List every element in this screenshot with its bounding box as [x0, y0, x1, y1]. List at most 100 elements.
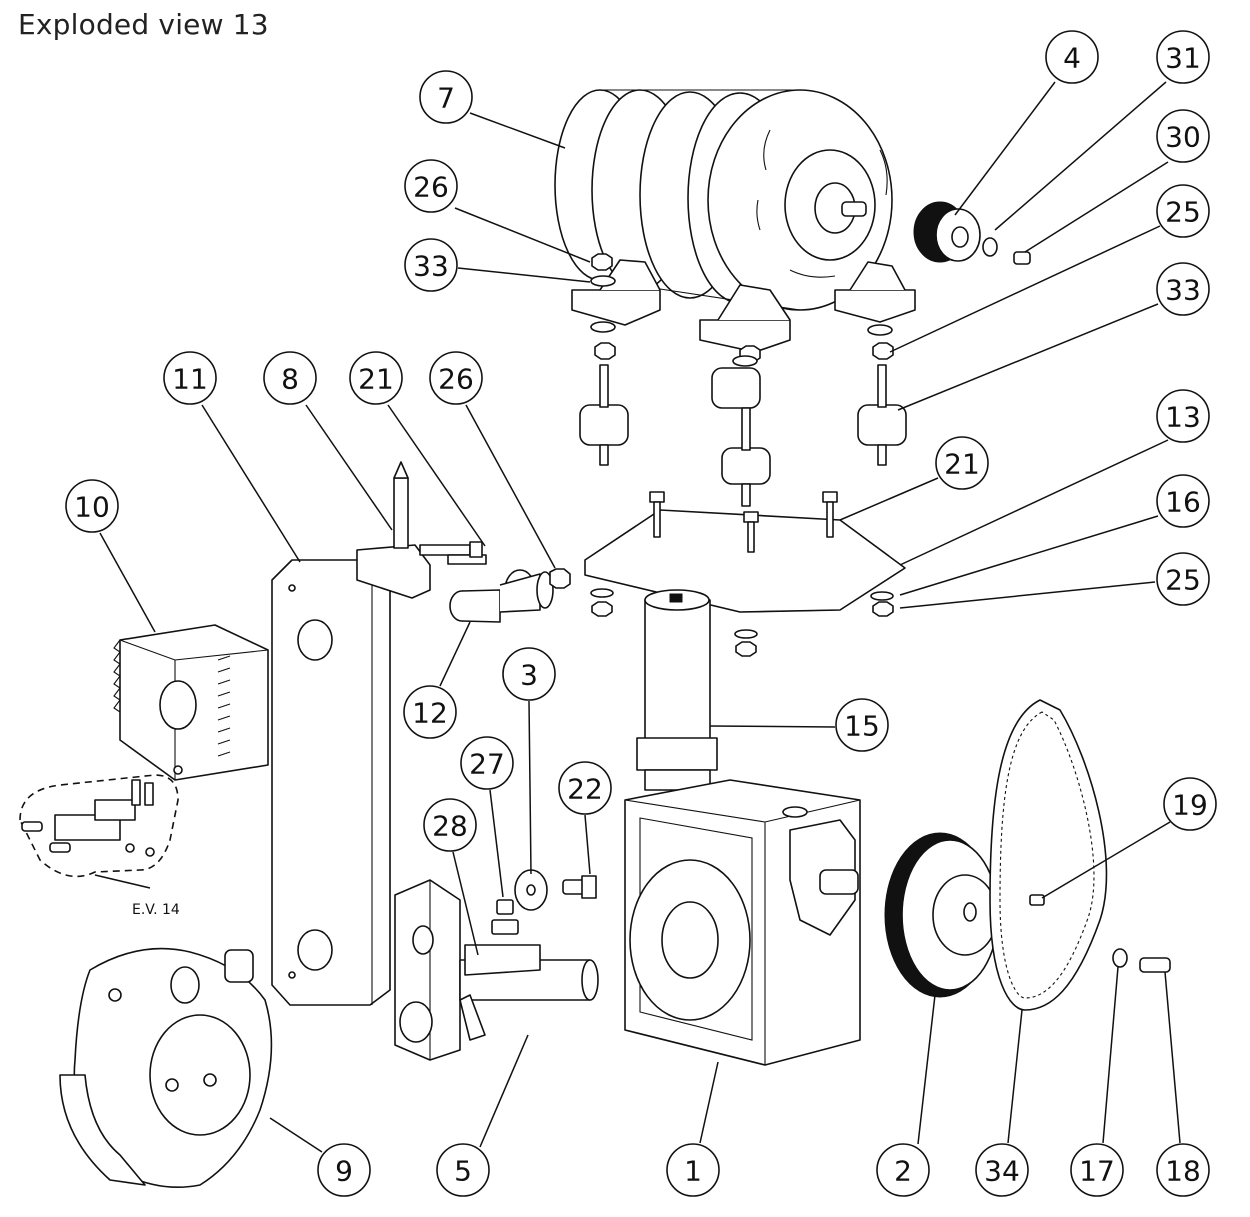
- large-pulley-part: [884, 832, 999, 998]
- balloon-circle: [403, 685, 457, 739]
- balloon-33: 33: [1156, 262, 1210, 316]
- balloon-circle: [1156, 109, 1210, 163]
- balloon-3: 3: [502, 647, 556, 701]
- balloon-28: 28: [423, 798, 477, 852]
- balloon-number: 22: [567, 773, 603, 806]
- balloon-circle: [876, 1143, 930, 1197]
- balloon-10: 10: [65, 479, 119, 533]
- crank-arm-part: [394, 879, 599, 1061]
- balloon-circle: [429, 351, 483, 405]
- balloon-circle: [349, 351, 403, 405]
- drawing-title: Exploded view 13: [18, 8, 269, 41]
- timing-belt-part: [989, 699, 1171, 1011]
- balloon-number: 18: [1165, 1155, 1201, 1188]
- shaft-cylinder-part: [636, 589, 718, 791]
- vibration-mounts-part: [579, 253, 907, 507]
- balloon-17: 17: [1070, 1143, 1124, 1197]
- balloon-circle: [666, 1143, 720, 1197]
- balloon-circle: [460, 736, 514, 790]
- balloon-number: 26: [413, 171, 449, 204]
- balloon-circle: [502, 647, 556, 701]
- balloon-circle: [1156, 389, 1210, 443]
- motor-part: [554, 89, 916, 353]
- small-pulley-part: [913, 201, 1031, 265]
- balloon-25: 25: [1156, 184, 1210, 238]
- balloon-number: 13: [1165, 401, 1201, 434]
- balloon-number: 25: [1165, 564, 1201, 597]
- balloon-34: 34: [975, 1143, 1029, 1197]
- balloon-8: 8: [263, 351, 317, 405]
- balloon-number: 16: [1165, 486, 1201, 519]
- balloon-circle: [423, 798, 477, 852]
- balloon-9: 9: [317, 1143, 371, 1197]
- gearbox-part: [624, 779, 861, 1066]
- balloon-circle: [1156, 1143, 1210, 1197]
- balloon-26: 26: [429, 351, 483, 405]
- ev14-subassembly: [19, 774, 179, 878]
- balloon-number: 11: [172, 363, 208, 396]
- balloon-1: 1: [666, 1143, 720, 1197]
- cam-plate-part: [59, 947, 273, 1188]
- balloon-number: 3: [520, 659, 538, 692]
- balloon-number: 26: [438, 363, 474, 396]
- balloon-number: 12: [412, 697, 448, 730]
- stepped-shaft-part: [449, 568, 571, 623]
- balloon-16: 16: [1156, 474, 1210, 528]
- balloon-13: 13: [1156, 389, 1210, 443]
- balloon-number: 33: [1165, 274, 1201, 307]
- balloon-circle: [436, 1143, 490, 1197]
- balloon-31: 31: [1156, 30, 1210, 84]
- balloon-11: 11: [163, 351, 217, 405]
- pin-block-part: [356, 461, 487, 599]
- balloon-circle: [263, 351, 317, 405]
- balloon-19: 19: [1163, 777, 1217, 831]
- balloon-7: 7: [419, 70, 473, 124]
- link-plate-part: [271, 559, 391, 1006]
- balloon-12: 12: [403, 685, 457, 739]
- balloon-number: 33: [413, 250, 449, 283]
- balloon-25: 25: [1156, 552, 1210, 606]
- balloon-circle: [935, 436, 989, 490]
- balloon-number: 21: [358, 363, 394, 396]
- balloon-number: 17: [1079, 1155, 1115, 1188]
- balloon-circle: [404, 238, 458, 292]
- balloon-circle: [404, 159, 458, 213]
- balloon-number: 10: [74, 491, 110, 524]
- balloon-circle: [558, 761, 612, 815]
- balloon-circle: [163, 351, 217, 405]
- balloon-number: 28: [432, 810, 468, 843]
- balloon-4: 4: [1045, 30, 1099, 84]
- balloon-number: 1: [684, 1155, 702, 1188]
- balloon-number: 7: [437, 82, 455, 115]
- balloon-circle: [317, 1143, 371, 1197]
- balloon-circle: [975, 1143, 1029, 1197]
- balloon-27: 27: [460, 736, 514, 790]
- balloon-circle: [1156, 30, 1210, 84]
- balloon-18: 18: [1156, 1143, 1210, 1197]
- balloon-26: 26: [404, 159, 458, 213]
- balloon-number: 19: [1172, 789, 1208, 822]
- balloon-circle: [1163, 777, 1217, 831]
- balloon-number: 30: [1165, 121, 1201, 154]
- balloon-number: 34: [984, 1155, 1020, 1188]
- balloon-number: 25: [1165, 196, 1201, 229]
- balloon-circle: [1156, 552, 1210, 606]
- balloon-circle: [1156, 184, 1210, 238]
- balloon-22: 22: [558, 761, 612, 815]
- balloon-number: 5: [454, 1155, 472, 1188]
- rack-part: [113, 624, 269, 781]
- balloon-circle: [419, 70, 473, 124]
- balloon-5: 5: [436, 1143, 490, 1197]
- balloon-circle: [65, 479, 119, 533]
- balloon-21: 21: [935, 436, 989, 490]
- balloon-number: 21: [944, 448, 980, 481]
- balloon-number: 2: [894, 1155, 912, 1188]
- balloon-number: 27: [469, 748, 505, 781]
- balloon-number: 15: [844, 710, 880, 743]
- balloon-30: 30: [1156, 109, 1210, 163]
- balloon-number: 4: [1063, 42, 1081, 75]
- balloon-circle: [1156, 262, 1210, 316]
- mounting-plate-part: [584, 491, 906, 657]
- balloon-15: 15: [835, 698, 889, 752]
